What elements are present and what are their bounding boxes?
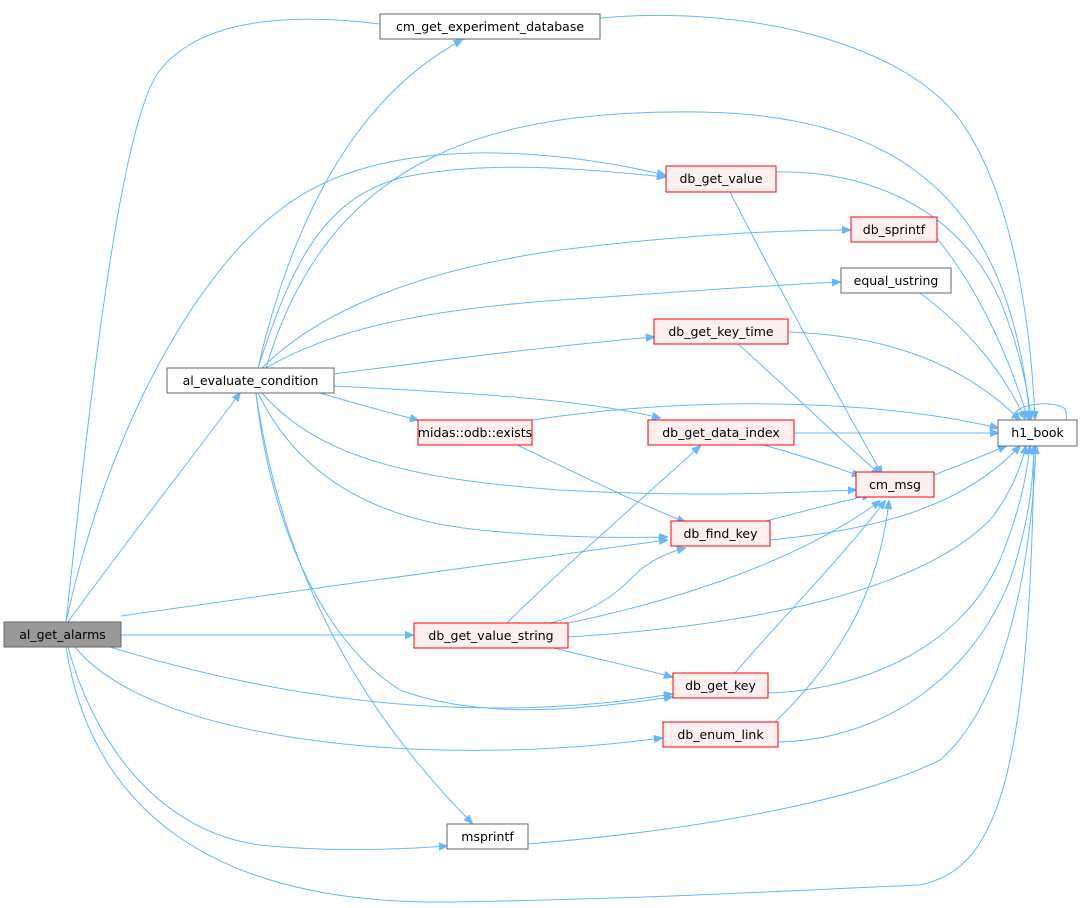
node-db_get_value_string-box (413, 622, 569, 649)
node-equal_ustring[interactable]: equal_ustring (840, 267, 952, 294)
edge-al_get_alarms-to-al_evaluate_condition (67, 393, 240, 623)
edge-midas_odb_exists-to-db_find_key (514, 443, 685, 522)
node-db_get_key-label: db_get_key (685, 678, 756, 693)
node-al_get_alarms-label: al_get_alarms (19, 627, 106, 642)
node-equal_ustring-box (840, 267, 952, 294)
edge-midas_odb_exists-to-h1_book (531, 403, 998, 428)
edge-al_evaluate_condition-to-db_get_value (257, 166, 665, 369)
node-db_get_value[interactable]: db_get_value (665, 165, 777, 193)
edge-db_get_key-to-cm_msg (734, 501, 885, 674)
edge-db_get_key_time-to-h1_book (787, 331, 1020, 420)
node-db_get_key_time[interactable]: db_get_key_time (653, 318, 789, 345)
edge-al_get_alarms-to-h1_book (65, 446, 1034, 903)
node-db_find_key[interactable]: db_find_key (670, 520, 771, 547)
node-db_enum_link-label: db_enum_link (677, 727, 764, 742)
node-cm_get_experiment_database-box (379, 13, 601, 40)
edge-db_find_key-to-h1_book (769, 446, 1020, 541)
node-db_sprintf[interactable]: db_sprintf (850, 216, 938, 243)
node-db_get_value-box (665, 165, 777, 193)
edge-db_get_data_index-to-cm_msg (759, 443, 860, 476)
edge-db_get_value_string-to-cm_msg (567, 501, 880, 624)
node-db_enum_link[interactable]: db_enum_link (662, 721, 779, 748)
node-cm_get_experiment_database[interactable]: cm_get_experiment_database (379, 13, 601, 40)
edge-al_evaluate_condition-to-midas_odb_exists (319, 392, 418, 420)
node-cm_get_experiment_database-label: cm_get_experiment_database (396, 19, 584, 34)
node-al_get_alarms[interactable]: al_get_alarms (3, 621, 122, 648)
node-db_sprintf-box (850, 216, 938, 243)
edge-al_get_alarms-to-db_enum_link (74, 646, 662, 751)
edge-al_evaluate_condition-to-cm_get_experiment_database (257, 40, 462, 369)
node-al_evaluate_condition[interactable]: al_evaluate_condition (166, 367, 335, 394)
edge-al_get_alarms-to-msprintf (67, 646, 447, 850)
edge-db_get_key_time-to-cm_msg (737, 343, 880, 474)
node-db_get_value-label: db_get_value (679, 171, 762, 186)
edge-cm_get_experiment_database-to-h1_book (599, 14, 1035, 419)
node-equal_ustring-label: equal_ustring (854, 273, 939, 288)
edge-al_evaluate_condition-to-db_sprintf (261, 230, 850, 369)
node-db_enum_link-box (662, 721, 779, 748)
node-h1_book-label: h1_book (1011, 425, 1064, 440)
node-msprintf[interactable]: msprintf (446, 823, 529, 850)
edge-db_enum_link-to-h1_book (777, 446, 1034, 743)
edge-al_evaluate_condition-to-db_find_key (257, 392, 667, 537)
node-db_find_key-label: db_find_key (684, 526, 759, 541)
node-db_get_key_time-box (653, 318, 789, 345)
node-cm_msg[interactable]: cm_msg (855, 471, 935, 498)
edge-al_get_alarms-to-db_get_key (109, 646, 672, 709)
edge-al_evaluate_condition-to-db_get_key (255, 392, 672, 711)
node-db_find_key-box (670, 520, 771, 547)
node-db_get_data_index-box (647, 419, 795, 446)
edge-cm_msg-to-h1_book (933, 446, 1006, 476)
edge-db_get_value_string-to-db_get_key (549, 646, 672, 677)
node-midas_odb_exists[interactable]: midas::odb::exists (417, 419, 533, 446)
edge-db_enum_link-to-cm_msg (774, 501, 889, 723)
node-h1_book-box (997, 419, 1078, 447)
node-midas_odb_exists-box (417, 419, 533, 446)
node-db_get_key_time-label: db_get_key_time (668, 324, 774, 339)
edge-al_get_alarms-to-db_find_key (120, 540, 667, 617)
edge-db_get_value_string-to-db_get_data_index (506, 446, 700, 624)
edge-al_get_alarms-to-cm_get_experiment_database (65, 18, 465, 623)
node-msprintf-box (446, 823, 529, 850)
edge-db_sprintf-to-h1_book (934, 235, 1028, 419)
edge-al_get_alarms-to-db_get_value (65, 152, 665, 623)
edge-al_evaluate_condition-to-cm_msg (261, 392, 856, 494)
node-db_get_data_index-label: db_get_data_index (662, 425, 780, 440)
nodes-layer: al_get_alarms al_evaluate_condition cm_g… (3, 13, 1078, 850)
edge-al_evaluate_condition-to-msprintf (255, 392, 472, 823)
node-msprintf-label: msprintf (461, 829, 514, 844)
edge-db_get_value-to-cm_msg (729, 191, 882, 474)
node-cm_msg-box (855, 471, 935, 498)
edge-db_find_key-to-cm_msg (761, 495, 870, 523)
edge-equal_ustring-to-h1_book (919, 292, 1025, 419)
node-al_get_alarms-box (3, 621, 122, 648)
node-db_get_data_index[interactable]: db_get_data_index (647, 419, 795, 446)
edge-al_evaluate_condition-to-db_get_data_index (333, 385, 660, 418)
node-db_sprintf-label: db_sprintf (863, 222, 926, 237)
node-h1_book[interactable]: h1_book (997, 419, 1078, 447)
edges-layer (65, 14, 1066, 903)
edge-al_evaluate_condition-to-equal_ustring (265, 282, 840, 369)
node-al_evaluate_condition-label: al_evaluate_condition (183, 373, 319, 388)
edge-db_get_key-to-h1_book (767, 446, 1030, 694)
edge-db_get_value_string-to-db_find_key (549, 548, 685, 624)
edge-al_evaluate_condition-to-db_get_key_time (333, 337, 654, 375)
node-db_get_value_string-label: db_get_value_string (428, 628, 553, 643)
edge-al_evaluate_condition-to-h1_book (265, 111, 1030, 419)
node-db_get_key-box (672, 672, 769, 699)
node-db_get_key[interactable]: db_get_key (672, 672, 769, 699)
edge-db_get_value_string-to-h1_book (567, 446, 1026, 638)
edge-db_get_value-to-h1_book (775, 171, 1031, 419)
node-cm_msg-label: cm_msg (869, 477, 921, 492)
edge-msprintf-to-h1_book (527, 446, 1036, 845)
node-db_get_value_string[interactable]: db_get_value_string (413, 622, 569, 649)
node-al_evaluate_condition-box (166, 367, 335, 394)
node-midas_odb_exists-label: midas::odb::exists (418, 425, 532, 440)
